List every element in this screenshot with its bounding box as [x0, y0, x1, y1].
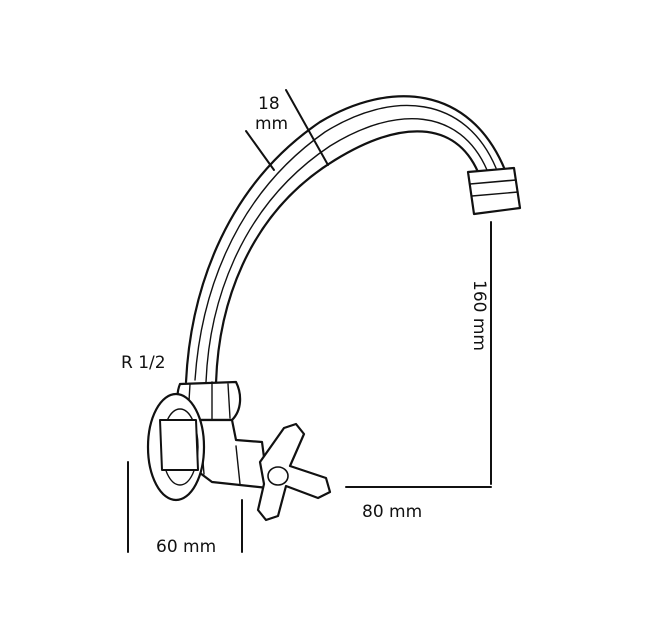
spout-pipe	[184, 95, 507, 386]
pipe-diameter-value: 18	[258, 94, 280, 114]
dimension-pipe-diameter: 18 mm	[245, 89, 329, 171]
height-label: 160 mm	[469, 280, 489, 351]
cross-handle	[256, 422, 332, 522]
reach-label: 80 mm	[362, 502, 422, 522]
wall-offset-label: 60 mm	[156, 537, 216, 557]
pipe-diameter-unit: mm	[255, 114, 288, 134]
wall-flange	[146, 392, 206, 502]
dimension-wall-offset: 60 mm	[127, 461, 243, 557]
spout-tip	[466, 166, 522, 216]
dimension-height: 160 mm	[345, 221, 492, 488]
thread-size-label: R 1/2	[121, 353, 166, 373]
